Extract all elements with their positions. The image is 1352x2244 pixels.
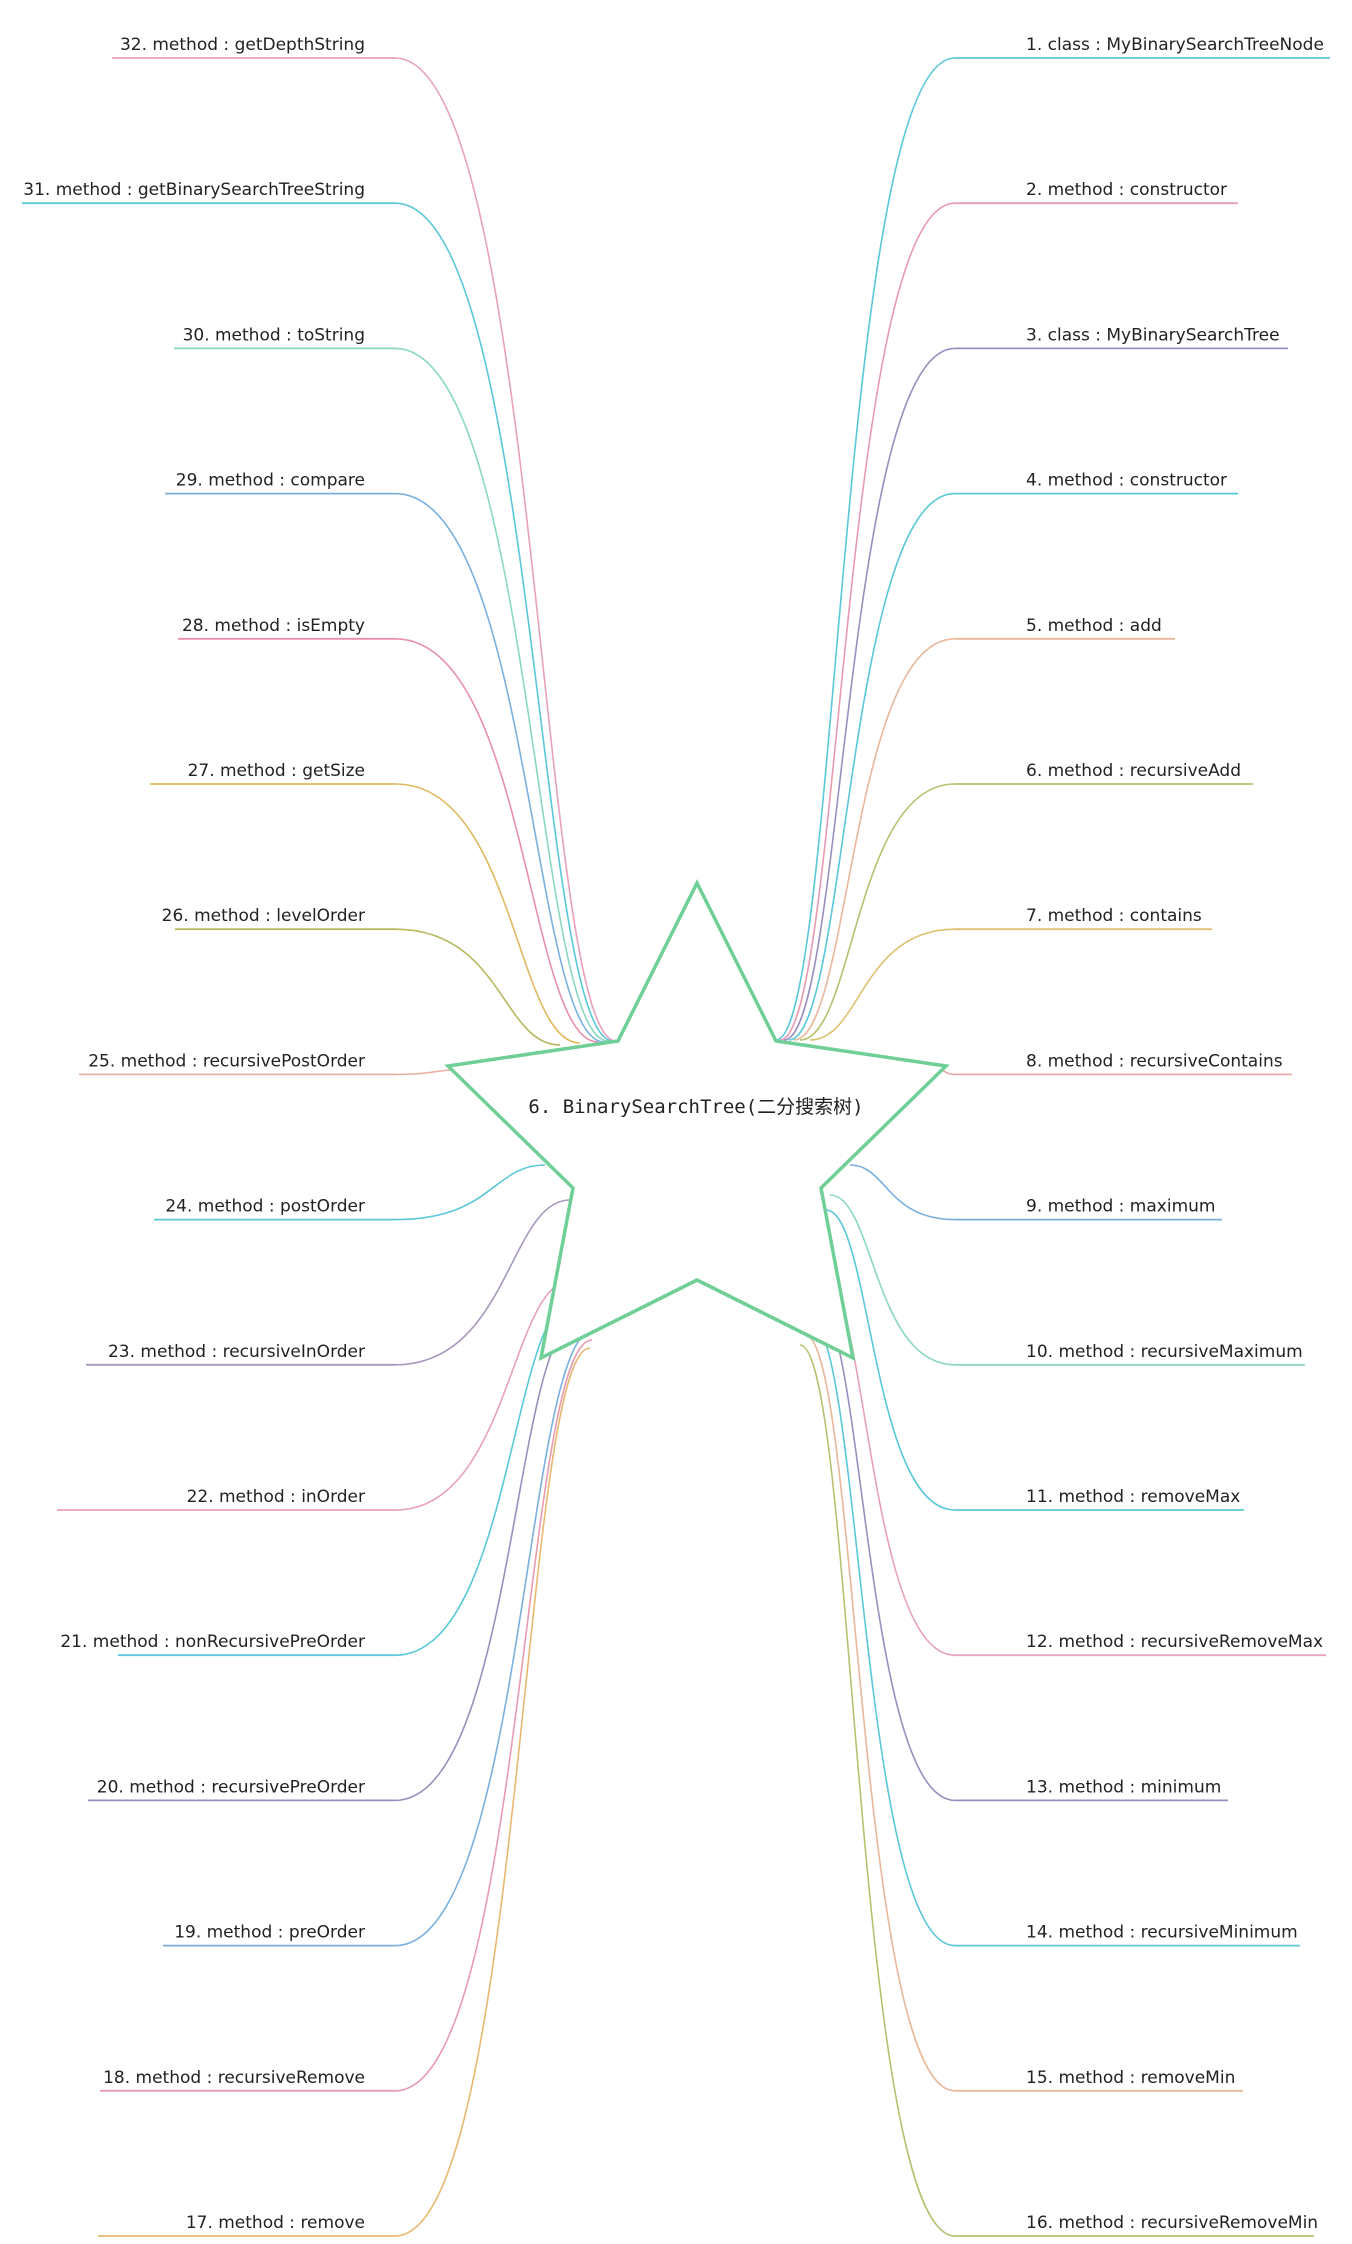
branch-connector-left-30 [394,347,609,1042]
branch-connector-left-24 [394,1164,546,1221]
branch-connector-left-28 [394,638,599,1043]
branch-connector-left-31 [394,202,614,1042]
branch-label-left-21[interactable]: 21. method : nonRecursivePreOrder [60,1632,365,1652]
branch-label-left-18[interactable]: 18. method : recursiveRemove [103,2068,365,2088]
branch-label-left-30[interactable]: 30. method : toString [183,325,365,345]
branch-label-right-6[interactable]: 6. method : recursiveAdd [1026,761,1241,781]
branch-connector-left-26 [394,928,561,1046]
star-shape [444,879,950,1362]
branch-connector-right-5 [793,638,956,1041]
branch-label-right-9[interactable]: 9. method : maximum [1026,1197,1215,1217]
branch-connector-left-18 [394,1339,593,2092]
branch-label-right-14[interactable]: 14. method : recursiveMinimum [1026,1923,1298,1943]
underline-group [22,57,1330,2237]
branch-connector-left-29 [394,492,605,1043]
branch-connector-right-2 [779,202,956,1041]
branch-label-left-23[interactable]: 23. method : recursiveInOrder [108,1342,365,1362]
central-topic-label: 6. BinarySearchTree(二分搜索树) [528,1096,863,1118]
branch-connector-right-4 [788,492,956,1041]
branch-label-right-10[interactable]: 10. method : recursiveMaximum [1026,1342,1303,1362]
branch-connector-left-17 [394,1347,591,2237]
branch-connector-left-20 [394,1319,579,1802]
branch-label-right-1[interactable]: 1. class : MyBinarySearchTreeNode [1026,35,1324,55]
branch-label-left-20[interactable]: 20. method : recursivePreOrder [97,1777,365,1797]
branch-connector-right-11 [825,1209,956,1511]
branch-label-right-3[interactable]: 3. class : MyBinarySearchTree [1026,325,1280,345]
branch-connector-right-14 [809,1319,956,1947]
branch-connector-right-1 [775,57,956,1041]
branch-label-right-12[interactable]: 12. method : recursiveRemoveMax [1026,1632,1323,1652]
branch-label-left-17[interactable]: 17. method : remove [186,2213,365,2233]
branch-connector-left-32 [394,57,617,1042]
branch-label-left-24[interactable]: 24. method : postOrder [165,1197,365,1217]
central-topic[interactable]: 6. BinarySearchTree(二分搜索树) [444,879,950,1362]
branch-label-right-11[interactable]: 11. method : removeMax [1026,1487,1240,1507]
branch-label-left-31[interactable]: 31. method : getBinarySearchTreeString [23,180,365,200]
branch-label-left-22[interactable]: 22. method : inOrder [187,1487,365,1507]
branch-label-left-19[interactable]: 19. method : preOrder [174,1923,365,1943]
branch-connector-right-3 [783,347,956,1041]
branch-label-right-15[interactable]: 15. method : removeMin [1026,2068,1235,2088]
branch-connector-left-19 [394,1329,595,1947]
branch-connector-left-23 [394,1199,571,1366]
label-group: 1. class : MyBinarySearchTreeNode 2. meth… [23,35,1324,2233]
branch-label-right-8[interactable]: 8. method : recursiveContains [1026,1051,1283,1071]
branch-label-right-5[interactable]: 5. method : add [1026,616,1162,636]
branch-label-left-28[interactable]: 28. method : isEmpty [182,616,365,636]
branch-connector-right-16 [799,1344,956,2237]
branch-label-left-27[interactable]: 27. method : getSize [188,761,365,781]
branch-label-left-32[interactable]: 32. method : getDepthString [120,35,365,55]
branch-connector-left-22 [394,1279,573,1511]
branch-label-left-25[interactable]: 25. method : recursivePostOrder [88,1051,365,1071]
branch-label-right-4[interactable]: 4. method : constructor [1026,471,1227,491]
branch-connector-left-25 [394,1069,456,1076]
branch-label-left-26[interactable]: 26. method : levelOrder [162,906,365,926]
branch-connector-right-13 [814,1299,956,1802]
branch-connector-right-6 [799,783,956,1041]
branch-label-right-16[interactable]: 16. method : recursiveRemoveMin [1026,2213,1318,2233]
branch-label-right-7[interactable]: 7. method : contains [1026,906,1202,926]
branch-connector-left-27 [394,783,581,1044]
branch-label-right-13[interactable]: 13. method : minimum [1026,1777,1221,1797]
branch-connector-right-15 [804,1334,956,2092]
branch-label-right-2[interactable]: 2. method : constructor [1026,180,1227,200]
branch-connector-right-7 [809,928,956,1041]
branch-label-left-29[interactable]: 29. method : compare [176,471,365,491]
branch-connector-right-9 [849,1164,956,1221]
branch-connector-right-10 [829,1194,956,1366]
